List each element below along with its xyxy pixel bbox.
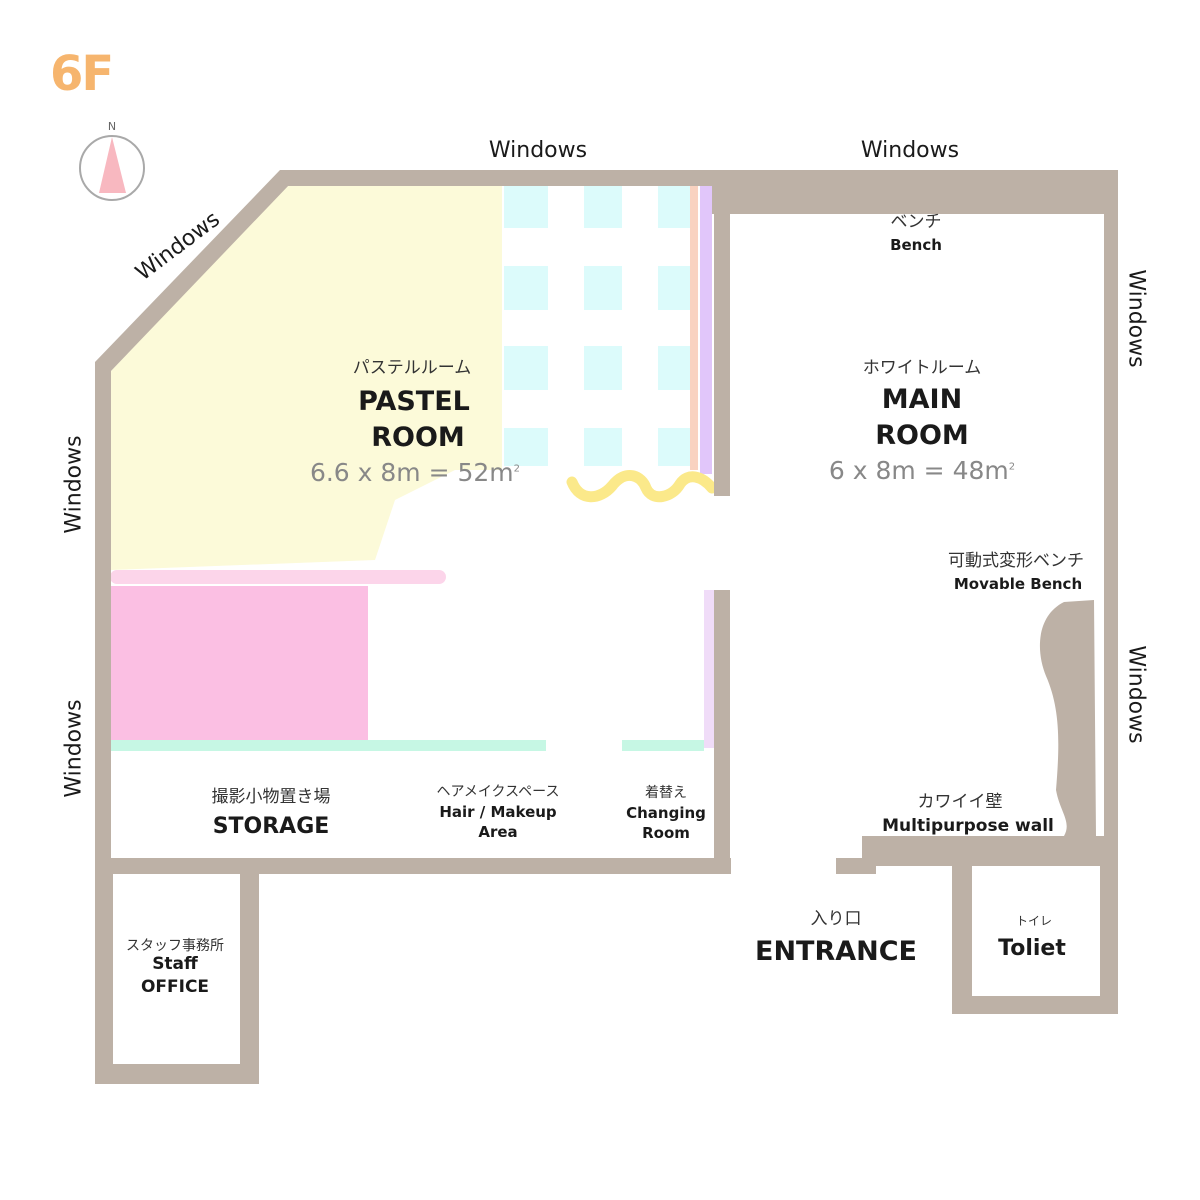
- windows-label-east-upper: Windows: [1123, 269, 1149, 368]
- hair-makeup-jp: ヘアメイクスペース: [436, 784, 560, 800]
- pastel-room-jp: パステルルーム: [352, 358, 472, 378]
- pink-room-floor: [110, 586, 368, 740]
- multipurpose-wall-jp: カワイイ壁: [917, 792, 1003, 812]
- movable-bench-label: Movable Bench: [953, 575, 1083, 593]
- lavender-changing-strip: [704, 590, 714, 748]
- pink-divider-strip: [110, 570, 446, 584]
- pastel-room-title-2: ROOM: [371, 422, 465, 453]
- mint-strip-right: [622, 740, 704, 751]
- main-room-title-2: ROOM: [875, 420, 969, 451]
- windows-label-east-lower: Windows: [1123, 645, 1149, 744]
- entrance-label: ENTRANCE: [755, 936, 917, 967]
- main-room-title-1: MAIN: [881, 384, 963, 415]
- yellow-squiggle: [566, 470, 718, 503]
- storage-label: STORAGE: [212, 814, 330, 839]
- staff-office-label-2: OFFICE: [140, 977, 210, 997]
- bench-label: Bench: [890, 236, 942, 254]
- windows-label-west-upper: Windows: [61, 435, 87, 534]
- pastel-room-floor: [110, 186, 502, 570]
- compass: [79, 135, 145, 201]
- hair-makeup-label-2: Area: [478, 823, 518, 841]
- compass-north-label: N: [107, 120, 117, 133]
- pastel-room-area: 6.6 x 8m = 52m2: [309, 458, 521, 487]
- entrance-jp: 入り口: [810, 909, 862, 929]
- multipurpose-wall-shape: [1039, 600, 1096, 836]
- multipurpose-wall-label: Multipurpose wall: [882, 816, 1054, 836]
- hair-makeup-label-1: Hair / Makeup: [439, 803, 557, 821]
- bench-jp: ベンチ: [890, 212, 942, 232]
- lavender-wall-strip: [700, 184, 712, 474]
- main-room-area: 6 x 8m = 48m2: [828, 456, 1016, 485]
- floor-label: 6F: [50, 46, 114, 102]
- walls: [95, 170, 1118, 1084]
- staff-office-jp: スタッフ事務所: [126, 938, 224, 954]
- toilet-label: Toliet: [998, 936, 1066, 961]
- mint-strip-left: [110, 740, 546, 751]
- changing-room-label-2: Room: [642, 824, 690, 842]
- changing-room-jp: 着替え: [645, 785, 687, 801]
- movable-bench-jp: 可動式変形ベンチ: [948, 551, 1084, 571]
- windows-label-west-lower: Windows: [61, 699, 87, 798]
- pastel-room-light-tiles: [504, 186, 690, 466]
- storage-jp: 撮影小物置き場: [211, 787, 331, 807]
- toilet-jp: トイレ: [1015, 914, 1052, 928]
- peach-wall-strip: [690, 186, 698, 470]
- staff-office-label-1: Staff: [152, 954, 198, 974]
- main-room-jp: ホワイトルーム: [862, 358, 982, 378]
- windows-label-top-right: Windows: [860, 138, 960, 163]
- changing-room-label-1: Changing: [626, 804, 706, 822]
- compass-needle-icon: [99, 137, 126, 193]
- windows-label-top-left: Windows: [488, 138, 588, 163]
- pastel-room-title-1: PASTEL: [358, 386, 470, 417]
